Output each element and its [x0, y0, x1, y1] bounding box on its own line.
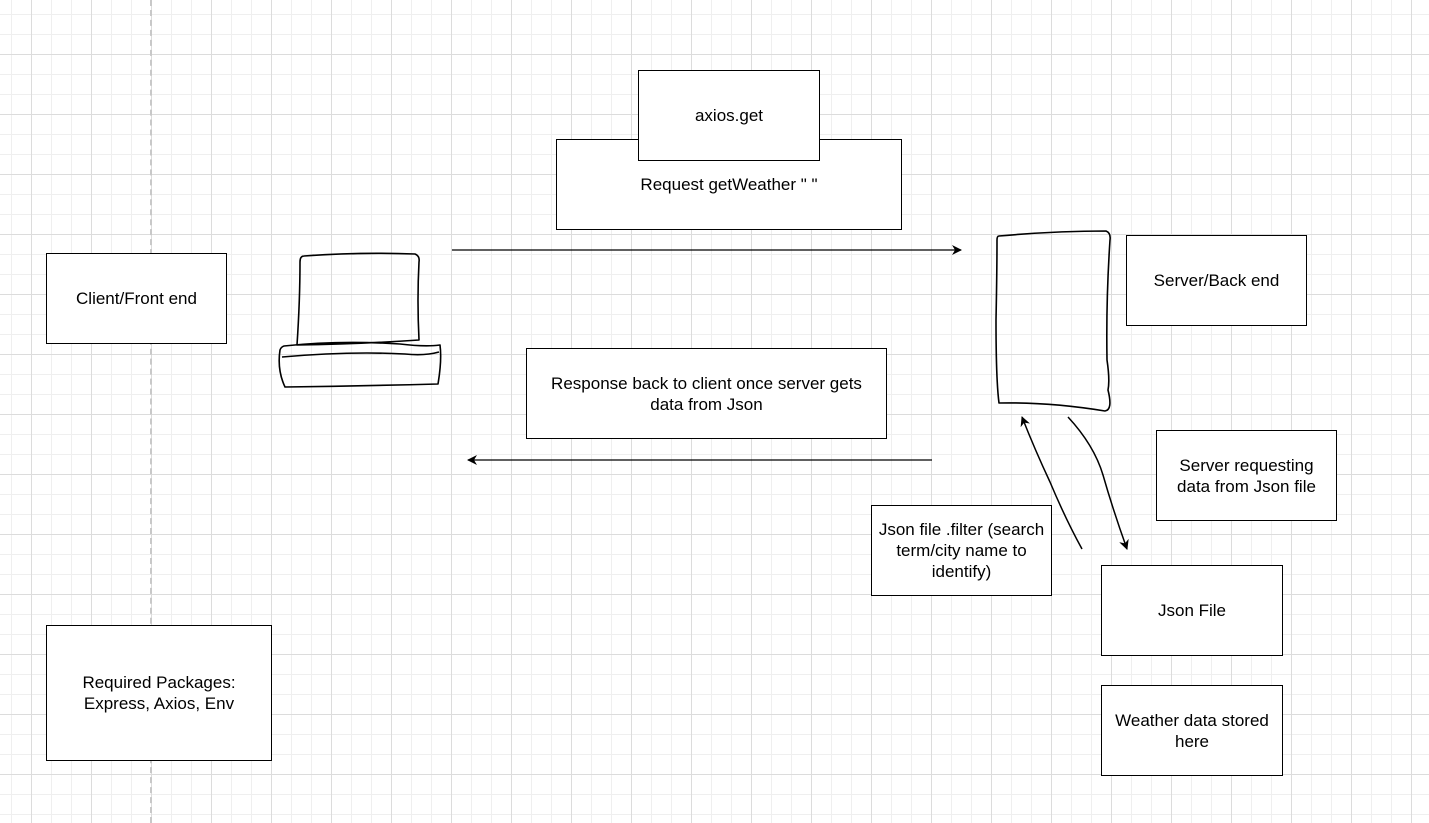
client-front-end-box[interactable]: Client/Front end	[46, 253, 227, 344]
weather-data-box[interactable]: Weather data stored here	[1101, 685, 1283, 776]
response-label: Response back to client once server gets…	[551, 373, 862, 414]
server-icon	[995, 230, 1111, 412]
json-to-server-arrow	[1020, 416, 1083, 550]
request-get-weather-label: Request getWeather " "	[640, 175, 818, 194]
page-break-line	[150, 0, 152, 823]
server-back-end-label: Server/Back end	[1153, 271, 1280, 290]
response-box[interactable]: Response back to client once server gets…	[526, 348, 887, 439]
axios-get-label: axios.get	[694, 106, 764, 125]
request-get-weather-box[interactable]: Request getWeather " "	[556, 139, 902, 230]
server-requesting-label: Server requesting data from Json file	[1177, 455, 1316, 496]
required-packages-box[interactable]: Required Packages: Express, Axios, Env	[46, 625, 272, 761]
laptop-icon	[278, 252, 442, 388]
axios-get-box[interactable]: axios.get	[638, 70, 820, 161]
required-packages-label: Required Packages: Express, Axios, Env	[82, 673, 236, 713]
client-front-end-label: Client/Front end	[76, 289, 197, 308]
server-requesting-box[interactable]: Server requesting data from Json file	[1156, 430, 1337, 521]
json-file-label: Json File	[1157, 601, 1227, 620]
json-filter-box[interactable]: Json file .filter (search term/city name…	[871, 505, 1052, 596]
server-to-json-arrow	[1067, 416, 1129, 550]
server-back-end-box[interactable]: Server/Back end	[1126, 235, 1307, 326]
json-file-box[interactable]: Json File	[1101, 565, 1283, 656]
json-filter-label: Json file .filter (search term/city name…	[878, 520, 1045, 581]
weather-data-label: Weather data stored here	[1115, 710, 1269, 751]
